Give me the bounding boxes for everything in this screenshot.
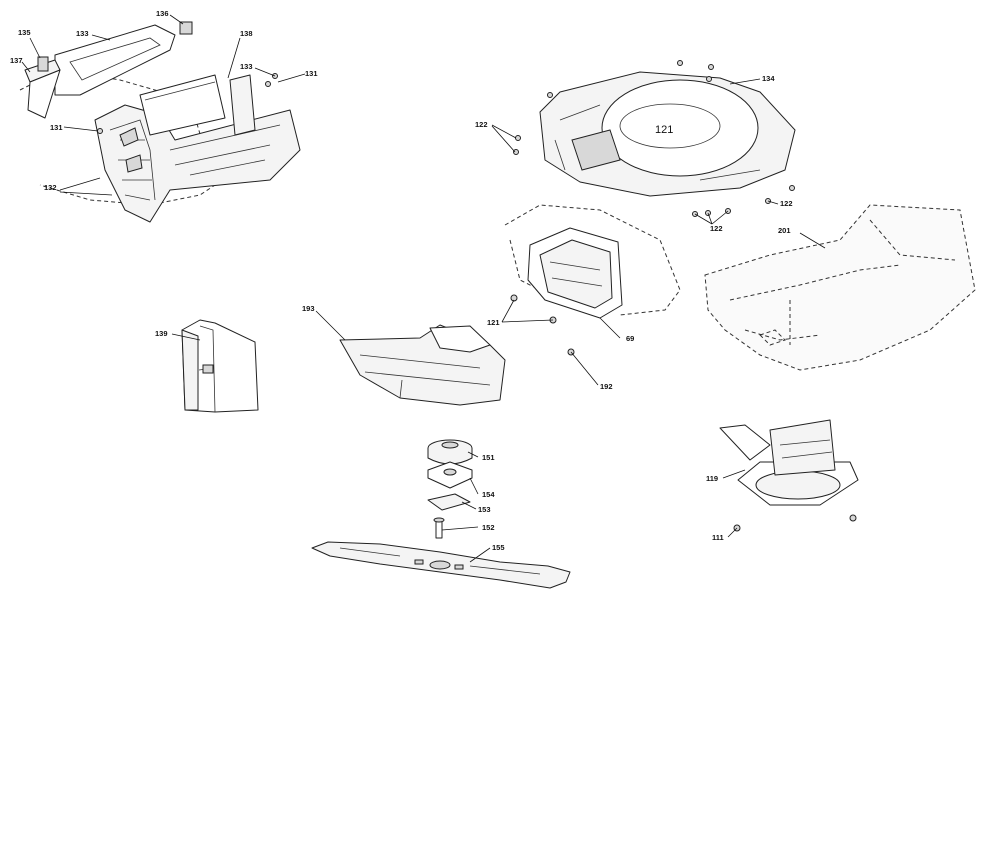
blade-adapter-stack [427,439,473,539]
rear-housing-assembly [19,21,301,223]
callout-201: 201 [778,226,791,235]
leader-lines [21,14,826,563]
callout-139: 139 [155,329,168,338]
callout-122: 122 [710,224,723,233]
mower-blade [311,541,571,589]
callout-131: 131 [50,123,63,132]
callout-151: 151 [482,453,495,462]
discharge-chute [510,227,623,356]
callout-132: 132 [44,183,57,192]
callout-154: 154 [482,490,495,499]
callout-134: 134 [762,74,775,83]
callout-193: 193 [302,304,315,313]
callout-155: 155 [492,543,505,552]
callout-labels: 135 136 133 137 138 133 131 131 132 134 … [10,9,793,552]
callout-133: 133 [240,62,253,71]
callout-192: 192 [600,382,613,391]
callout-119: 119 [706,474,718,483]
callout-137: 137 [10,56,23,65]
callout-133: 133 [76,29,89,38]
callout-135: 135 [18,28,31,37]
collector-cover [339,324,506,406]
callout-122: 122 [475,120,488,129]
callout-122: 122 [780,199,793,208]
mulching-insert-outline [704,204,976,371]
side-deflector [181,319,259,413]
mulch-plug [719,419,859,532]
callout-152: 152 [482,523,495,532]
callout-121: 121 [655,124,673,136]
callout-136: 136 [156,9,169,18]
callout-121: 121 [487,318,500,327]
callout-131: 131 [305,69,318,78]
callout-138: 138 [240,29,253,38]
callout-69: 69 [626,334,634,343]
callout-153: 153 [478,505,491,514]
callout-111: 111 [712,533,724,542]
